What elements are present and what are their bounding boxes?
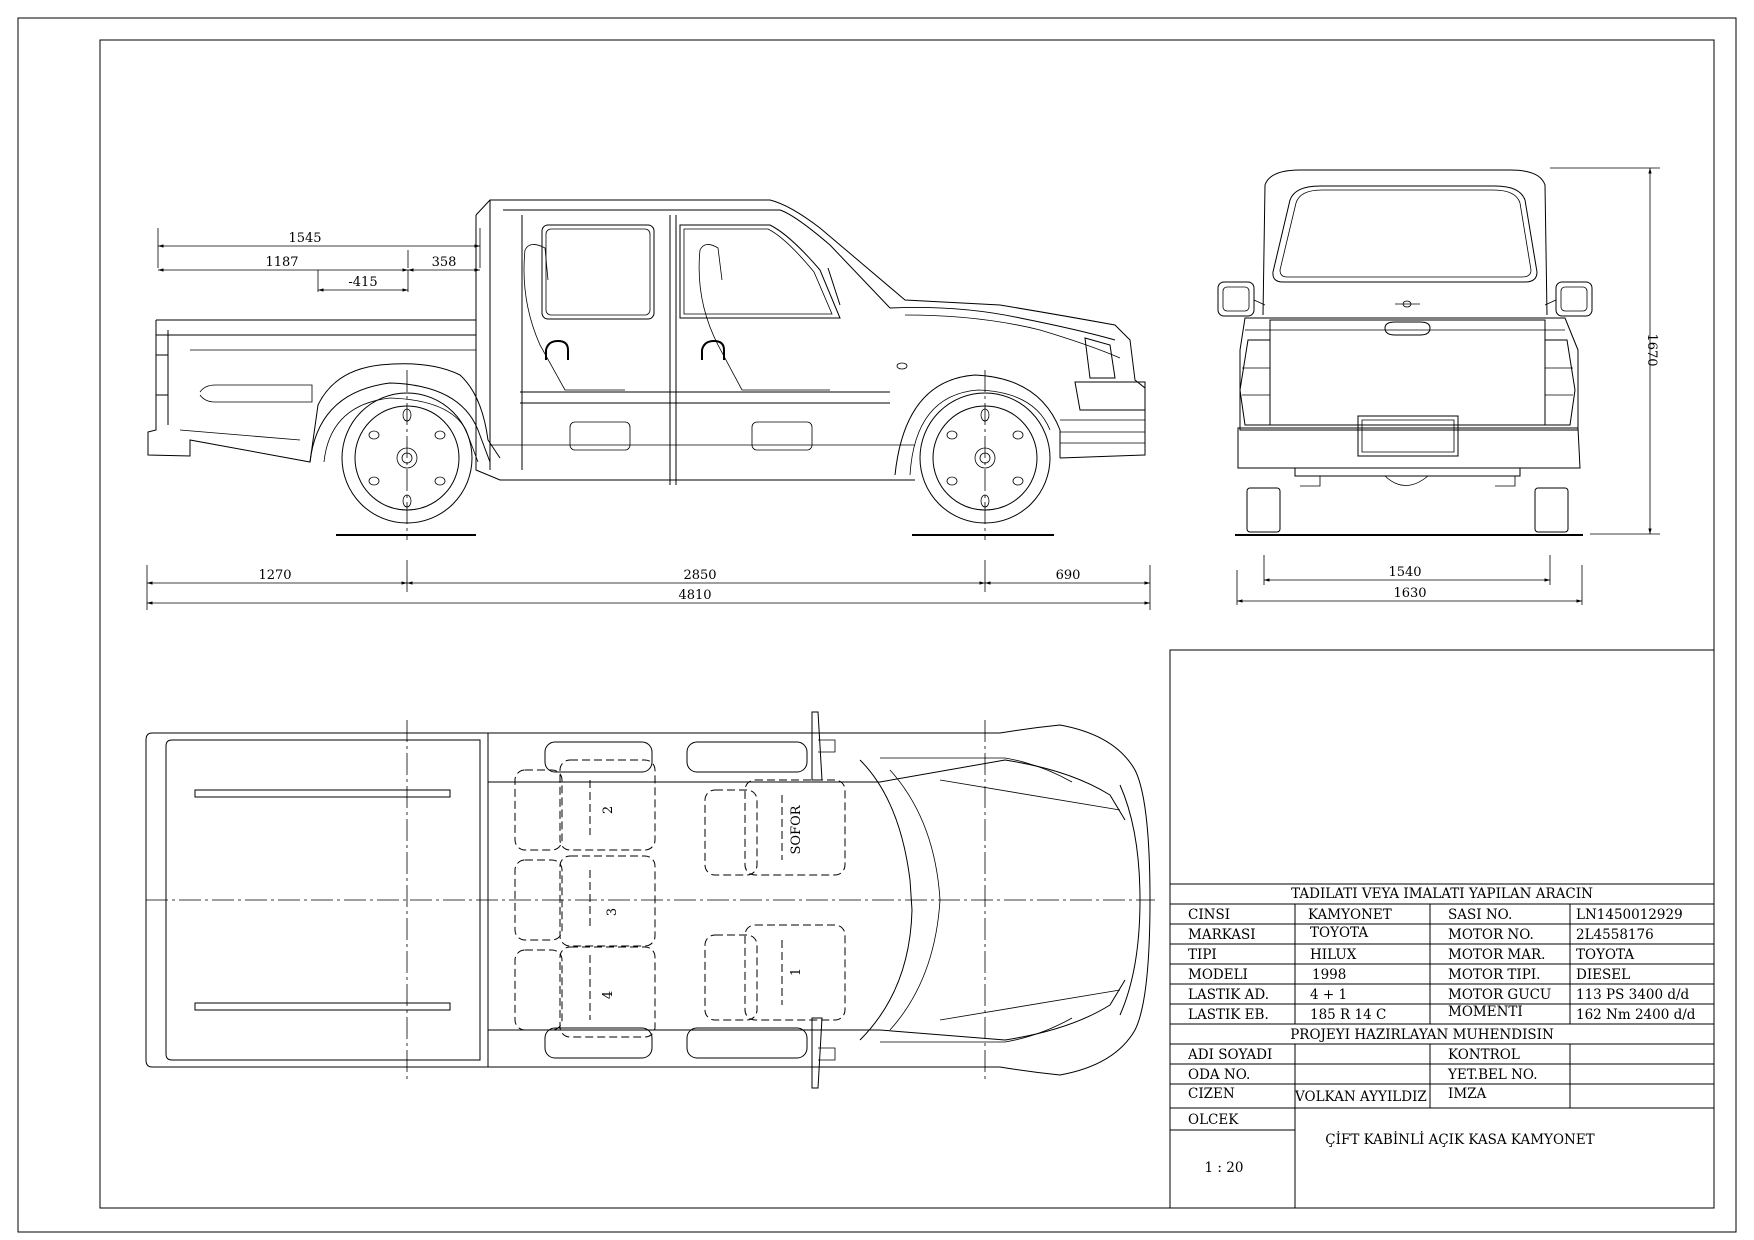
label-sasi-no: SASI NO. [1448,907,1512,923]
value-motor-tipi: DIESEL [1576,967,1630,983]
rear-seats [514,759,656,1038]
value-motor-mar: TOYOTA [1576,947,1634,963]
label-motor-no: MOTOR NO. [1448,927,1534,943]
label-motor-mar: MOTOR MAR. [1448,947,1545,963]
value-lastik-eb: 185 R 14 C [1310,1007,1386,1023]
value-momenti: 162 Nm 2400 d/d [1576,1007,1696,1023]
dim-1540: 1540 [1388,565,1421,580]
seat-label-1: 1 [789,968,804,976]
label-olcek: OLCEK [1188,1112,1239,1128]
dim-690: 690 [1056,568,1081,583]
label-imza: IMZA [1448,1086,1487,1102]
label-cinsi: CINSI [1188,907,1230,923]
dim-1270: 1270 [258,568,291,583]
seat-label-3: 3 [605,908,620,916]
side-view [147,199,1146,540]
label-modeli: MODELI [1188,967,1248,983]
value-modeli: 1998 [1312,967,1346,983]
value-scale: 1 : 20 [1205,1160,1244,1176]
label-oda-no: ODA NO. [1188,1067,1250,1083]
inner-border [99,39,1715,1209]
front-seats [704,779,846,1021]
dim-4810: 4810 [678,588,711,603]
rear-view [1217,169,1593,536]
vehicle-info-rows: CINSI KAMYONET SASI NO. LN1450012929 MAR… [1188,907,1696,1023]
label-momenti: MOMENTI [1448,1004,1523,1020]
side-view-dimensions: 1545 1187 358 -415 1270 2850 690 4810 [146,228,1151,610]
value-tipi: HILUX [1310,947,1357,963]
top-view: SOFOR 1 2 3 4 [145,711,1155,1089]
value-cinsi: KAMYONET [1308,907,1392,923]
label-motor-tipi: MOTOR TIPI. [1448,967,1540,983]
seat-label-2: 2 [601,806,616,814]
dim-1670: 1670 [1644,333,1659,366]
label-yet-bel-no: YET.BEL NO. [1447,1067,1538,1083]
dim-minus-415: -415 [348,275,377,290]
value-cizen: VOLKAN AYYILDIZ [1294,1089,1427,1105]
label-motor-gucu: MOTOR GUCU [1448,987,1551,1003]
title-block-header: TADILATI VEYA IMALATI YAPILAN ARACIN [1291,886,1593,902]
label-cizen: CIZEN [1188,1086,1235,1102]
dim-1187: 1187 [265,255,298,270]
engineer-rows: ADI SOYADI KONTROL ODA NO. YET.BEL NO. C… [1187,1047,1538,1105]
dim-1545: 1545 [288,231,321,246]
label-lastik-eb: LASTIK EB. [1188,1007,1269,1023]
value-sasi-no: LN1450012929 [1576,907,1683,923]
dim-358: 358 [432,255,457,270]
rear-view-dimensions: 1540 1630 1670 [1236,167,1660,605]
title-block: TADILATI VEYA IMALATI YAPILAN ARACIN CIN… [1169,649,1715,1209]
engineer-header: PROJEYI HAZIRLAYAN MUHENDISIN [1290,1027,1554,1043]
drawing-title: ÇİFT KABİNLİ AÇIK KASA KAMYONET [1325,1131,1594,1148]
label-adi-soyadi: ADI SOYADI [1187,1047,1272,1063]
dim-1630: 1630 [1393,586,1426,601]
value-motor-gucu: 113 PS 3400 d/d [1576,987,1690,1003]
label-tipi: TIPI [1188,947,1217,963]
label-markasi: MARKASI [1188,927,1256,943]
dim-2850: 2850 [683,568,716,583]
label-kontrol: KONTROL [1448,1047,1520,1063]
label-lastik-ad: LASTIK AD. [1188,987,1269,1003]
value-motor-no: 2L4558176 [1576,927,1654,943]
value-lastik-ad: 4 + 1 [1310,987,1347,1003]
seat-label-4: 4 [601,991,616,999]
value-markasi: TOYOTA [1310,925,1368,941]
outer-border [17,17,1737,1233]
seat-label-sofor: SOFOR [789,804,804,854]
